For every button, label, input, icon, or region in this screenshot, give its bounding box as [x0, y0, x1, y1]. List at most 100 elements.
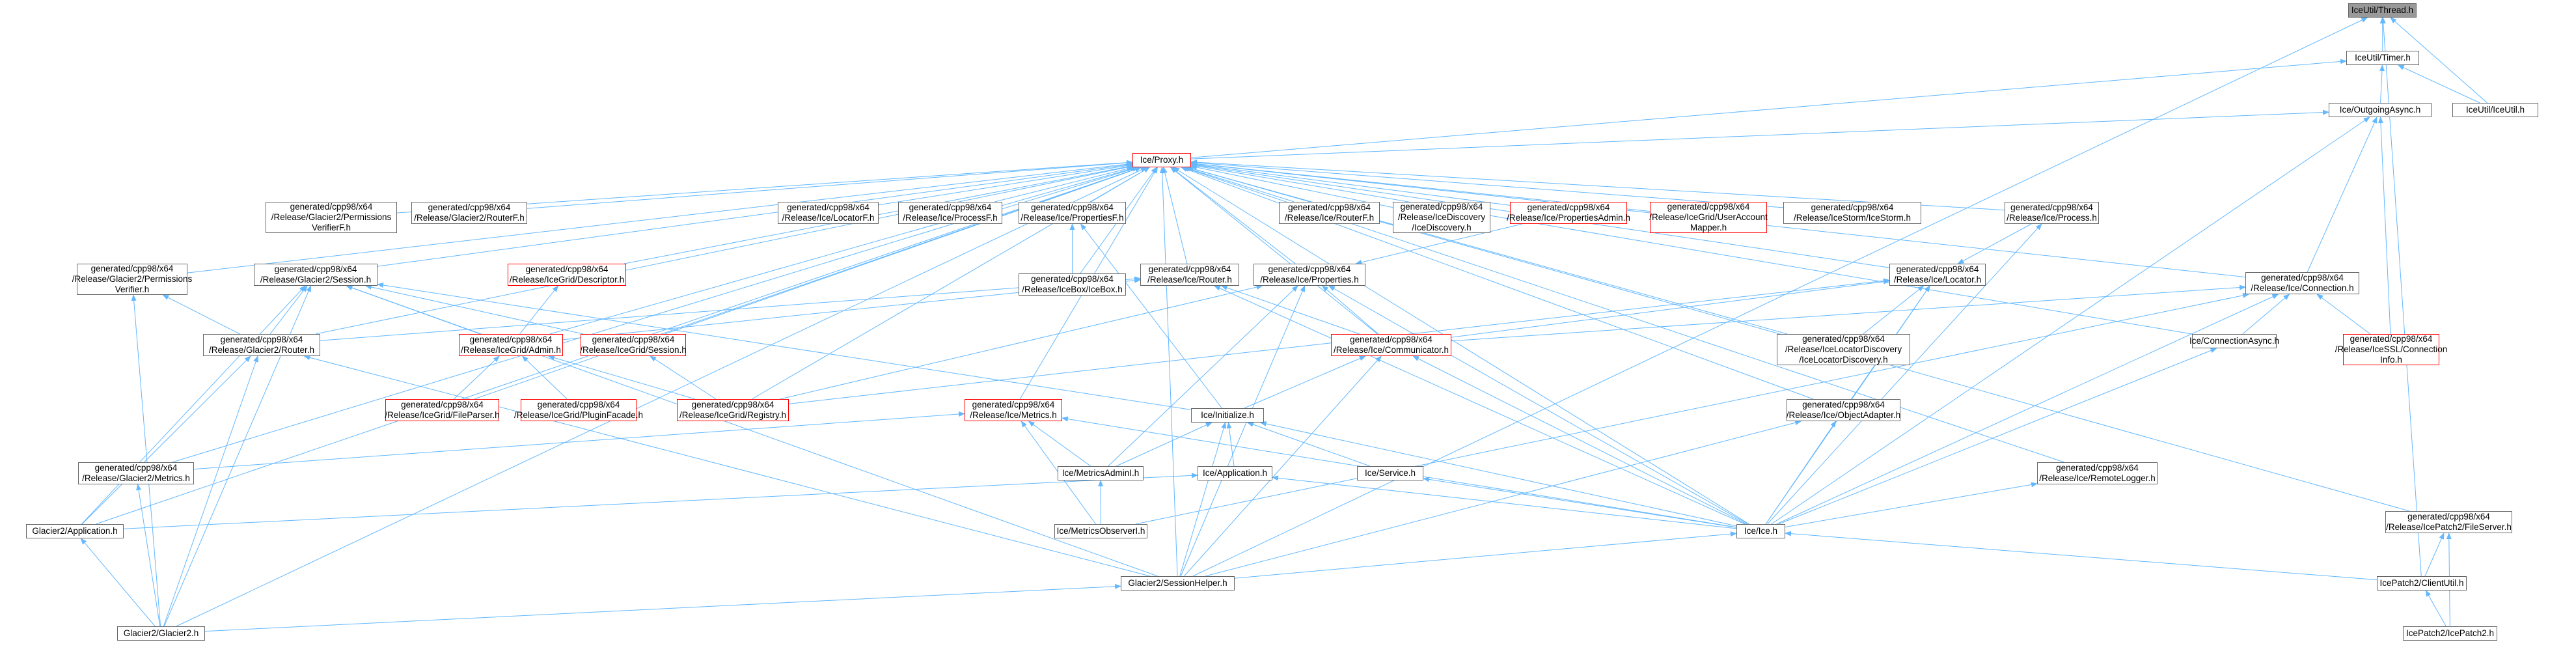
node-label-line: generated/cpp98/x64 [2010, 202, 2093, 212]
node-filesrv[interactable]: generated/cpp98/x64/Release/IcePatch2/Fi… [2385, 511, 2512, 533]
node-application[interactable]: Ice/Application.h [1198, 466, 1272, 480]
node-label-line: /Release/IceGrid/Descriptor.h [509, 275, 625, 285]
node-timer[interactable]: IceUtil/Timer.h [2346, 51, 2419, 65]
node-icedisc[interactable]: generated/cpp98/x64/Release/IceDiscovery… [1393, 202, 1490, 233]
node-processf[interactable]: generated/cpp98/x64/Release/Ice/ProcessF… [898, 202, 1002, 224]
node-label-line: /Release/IceGrid/Registry.h [679, 410, 787, 420]
node-initialize[interactable]: Ice/Initialize.h [1191, 408, 1264, 423]
node-label-line: Mapper.h [1690, 223, 1727, 232]
node-g2perm[interactable]: generated/cpp98/x64/Release/Glacier2/Per… [266, 202, 397, 233]
node-label-line: /Release/IceGrid/Admin.h [461, 345, 561, 355]
node-sslconn[interactable]: generated/cpp98/x64/Release/IceSSL/Conne… [2335, 334, 2447, 365]
node-routerf[interactable]: generated/cpp98/x64/Release/Ice/RouterF.… [1279, 202, 1380, 224]
node-label-line: generated/cpp98/x64 [428, 202, 511, 212]
node-label-line: /Release/Glacier2/Metrics.h [82, 473, 190, 483]
node-g2routerf[interactable]: generated/cpp98/x64/Release/Glacier2/Rou… [411, 202, 527, 224]
node-label-line: Ice/MetricsAdminI.h [1062, 468, 1140, 478]
node-label-line: generated/cpp98/x64 [94, 463, 178, 473]
node-iceutil[interactable]: IceUtil/IceUtil.h [2452, 103, 2538, 117]
node-label-line: /Release/Glacier2/Permissions [72, 274, 193, 284]
node-fileparser[interactable]: generated/cpp98/x64/Release/IceGrid/File… [385, 399, 500, 421]
node-g2router[interactable]: generated/cpp98/x64/Release/Glacier2/Rou… [203, 334, 320, 356]
node-label-line: /Release/Glacier2/Permissions [271, 212, 392, 222]
edge-ice-to-remotelogger [1785, 482, 2038, 528]
node-communicator[interactable]: generated/cpp98/x64/Release/Ice/Communic… [1331, 334, 1451, 356]
node-label-line: /IceDiscovery.h [1412, 223, 1472, 232]
edge-locatordisc-to-proxy [1186, 166, 1788, 335]
node-label-line: /Release/Ice/RemoteLogger.h [2039, 473, 2156, 483]
node-remotelogger[interactable]: generated/cpp98/x64/Release/Ice/RemoteLo… [2037, 462, 2158, 484]
node-descriptor[interactable]: generated/cpp98/x64/Release/IceGrid/Desc… [508, 264, 626, 286]
edge-metricsadmin-to-initialize [1116, 422, 1213, 467]
node-objadapter[interactable]: generated/cpp98/x64/Release/Ice/ObjectAd… [1787, 399, 1900, 421]
node-service[interactable]: Ice/Service.h [1357, 466, 1423, 480]
node-g2permv[interactable]: generated/cpp98/x64/Release/Glacier2/Per… [72, 264, 192, 295]
node-locatordisc[interactable]: generated/cpp98/x64/Release/IceLocatorDi… [1777, 334, 1910, 365]
edge-initialize-to-g2session [377, 283, 1192, 410]
edge-propadmin-to-proxy [1190, 162, 1511, 206]
node-label-line: /Release/Glacier2/RouterF.h [414, 213, 525, 223]
edge-g2router-to-proxy [315, 165, 1133, 335]
node-router[interactable]: generated/cpp98/x64/Release/Ice/Router.h [1140, 264, 1239, 286]
node-proxy[interactable]: Ice/Proxy.h [1132, 153, 1191, 167]
node-label-line: IceUtil/IceUtil.h [2465, 105, 2525, 115]
edge-ice-to-process [1767, 223, 2042, 525]
node-metricsadmin[interactable]: Ice/MetricsAdminI.h [1058, 466, 1144, 480]
node-metricsobs[interactable]: Ice/MetricsObserverI.h [1054, 524, 1147, 538]
node-label-line: /Release/Ice/Metrics.h [970, 410, 1057, 420]
node-label-line: Ice/OutgoingAsync.h [2339, 105, 2421, 115]
node-g2metrics[interactable]: generated/cpp98/x64/Release/Glacier2/Met… [78, 462, 194, 484]
node-label-line: generated/cpp98/x64 [1667, 202, 1750, 212]
node-locatorf[interactable]: generated/cpp98/x64/Release/Ice/LocatorF… [778, 202, 879, 224]
edge-metricsadmin-to-properties [1108, 285, 1298, 467]
edge-registry-to-properties [780, 285, 1263, 400]
node-thread[interactable]: IceUtil/Thread.h [2348, 3, 2417, 18]
node-label-line: /Release/Ice/Communicator.h [1333, 345, 1449, 355]
node-propertiesf[interactable]: generated/cpp98/x64/Release/Ice/Properti… [1019, 202, 1126, 224]
node-label-line: generated/cpp98/x64 [972, 400, 1055, 410]
edge-proxy-to-outasync [1190, 109, 2329, 160]
edge-sessionhelper-to-objadapter [1205, 420, 1802, 577]
node-ice[interactable]: Ice/Ice.h [1736, 524, 1785, 538]
node-label-line: Ice/Proxy.h [1140, 155, 1184, 165]
node-useraccount[interactable]: generated/cpp98/x64/Release/IceGrid/User… [1649, 202, 1768, 233]
node-pluginfacade[interactable]: generated/cpp98/x64/Release/IceGrid/Plug… [514, 399, 643, 421]
node-glacier2[interactable]: Glacier2/Glacier2.h [117, 626, 205, 641]
node-label-line: /Release/Ice/Connection.h [2251, 283, 2354, 293]
node-properties[interactable]: generated/cpp98/x64/Release/Ice/Properti… [1254, 264, 1365, 286]
node-outasync[interactable]: Ice/OutgoingAsync.h [2329, 103, 2432, 117]
node-icebox[interactable]: generated/cpp98/x64/Release/IceBox/IceBo… [1019, 273, 1126, 296]
node-label-line: /Release/Ice/ProcessF.h [903, 213, 998, 223]
node-process[interactable]: generated/cpp98/x64/Release/Ice/Process.… [2005, 202, 2099, 224]
node-connection[interactable]: generated/cpp98/x64/Release/Ice/Connecti… [2245, 272, 2359, 294]
node-metrics[interactable]: generated/cpp98/x64/Release/Ice/Metrics.… [965, 399, 1062, 421]
edge-communicator-to-locator [1451, 279, 1890, 338]
node-gridsession[interactable]: generated/cpp98/x64/Release/IceGrid/Sess… [580, 334, 687, 356]
node-label-line: /Release/Ice/Properties.h [1260, 275, 1359, 285]
node-connasync[interactable]: Ice/ConnectionAsync.h [2189, 334, 2279, 348]
edge-g2metrics-to-metrics [193, 411, 965, 470]
edge-iceutil-to-thread [2390, 17, 2487, 104]
node-g2session[interactable]: generated/cpp98/x64/Release/Glacier2/Ses… [254, 264, 377, 286]
node-label-line: /Release/IceGrid/UserAccount [1649, 212, 1768, 222]
node-label-line: generated/cpp98/x64 [1896, 264, 1979, 274]
node-icepatch2[interactable]: IcePatch2/IcePatch2.h [2403, 626, 2497, 641]
node-registry[interactable]: generated/cpp98/x64/Release/IceGrid/Regi… [677, 399, 789, 421]
node-label-line: /Release/IcePatch2/FileServer.h [2386, 522, 2512, 532]
node-label-line: generated/cpp98/x64 [1527, 202, 1610, 212]
node-sessionhelper[interactable]: Glacier2/SessionHelper.h [1121, 576, 1235, 590]
node-label-line: generated/cpp98/x64 [469, 335, 553, 344]
edge-registry-to-gridsession [650, 355, 717, 400]
node-propadmin[interactable]: generated/cpp98/x64/Release/Ice/Properti… [1507, 202, 1630, 224]
node-icestorm[interactable]: generated/cpp98/x64/Release/IceStorm/Ice… [1783, 202, 1921, 224]
node-label-line: /Release/IceGrid/FileParser.h [385, 410, 500, 420]
edge-g2router-to-g2permv [162, 294, 240, 335]
node-gridadmin[interactable]: generated/cpp98/x64/Release/IceGrid/Admi… [459, 334, 563, 356]
node-locator[interactable]: generated/cpp98/x64/Release/Ice/Locator.… [1889, 264, 1986, 286]
node-clientutil[interactable]: IcePatch2/ClientUtil.h [2377, 576, 2467, 590]
node-g2app[interactable]: Glacier2/Application.h [26, 524, 124, 538]
node-label-line: Info.h [2380, 355, 2402, 365]
edge-sessionhelper-to-communicator [1183, 355, 1382, 577]
edge-icepatch2-to-clientutil [2425, 590, 2446, 627]
node-label-line: /IceLocatorDiscovery.h [1799, 355, 1888, 365]
